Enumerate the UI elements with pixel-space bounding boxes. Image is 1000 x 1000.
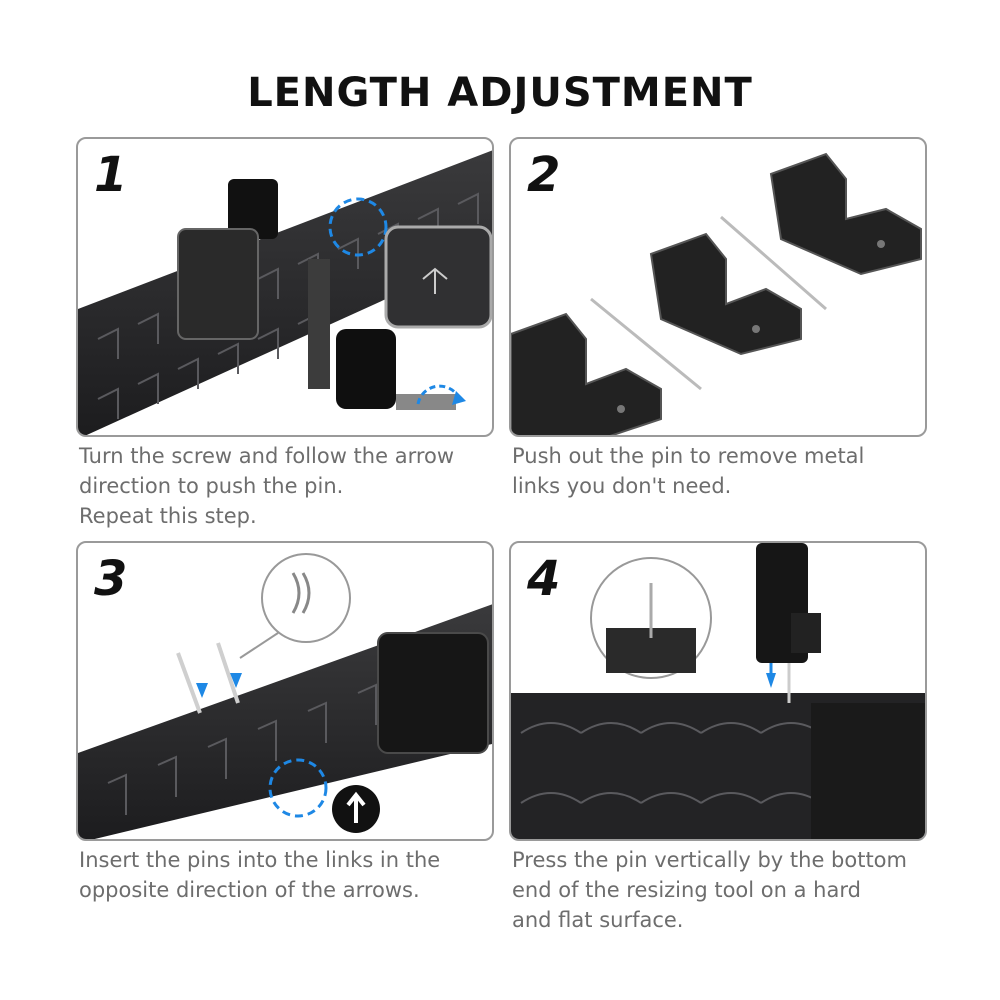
step-4-panel: 4 xyxy=(509,541,927,841)
step-1-illustration xyxy=(78,150,492,435)
step-1-number: 1 xyxy=(94,147,128,203)
step-2-panel: 2 xyxy=(509,137,927,437)
step-4-caption: Press the pin vertically by the bottom e… xyxy=(512,848,907,932)
page-title: LENGTH ADJUSTMENT xyxy=(247,70,753,116)
step-2-caption: Push out the pin to remove metal links y… xyxy=(512,444,865,498)
step-3-caption: Insert the pins into the links in the op… xyxy=(79,848,441,902)
step-4-number: 4 xyxy=(527,551,561,607)
step-3-number: 3 xyxy=(94,551,128,607)
step-2-illustration xyxy=(511,152,922,435)
step-1-caption: Turn the screw and follow the arrow dire… xyxy=(79,444,455,528)
step-3-illustration xyxy=(78,553,492,839)
step-3-panel: 3 xyxy=(76,541,494,841)
step-1-panel: 1 xyxy=(76,137,494,437)
step-2-number: 2 xyxy=(527,147,561,203)
step-4-illustration xyxy=(511,543,925,839)
